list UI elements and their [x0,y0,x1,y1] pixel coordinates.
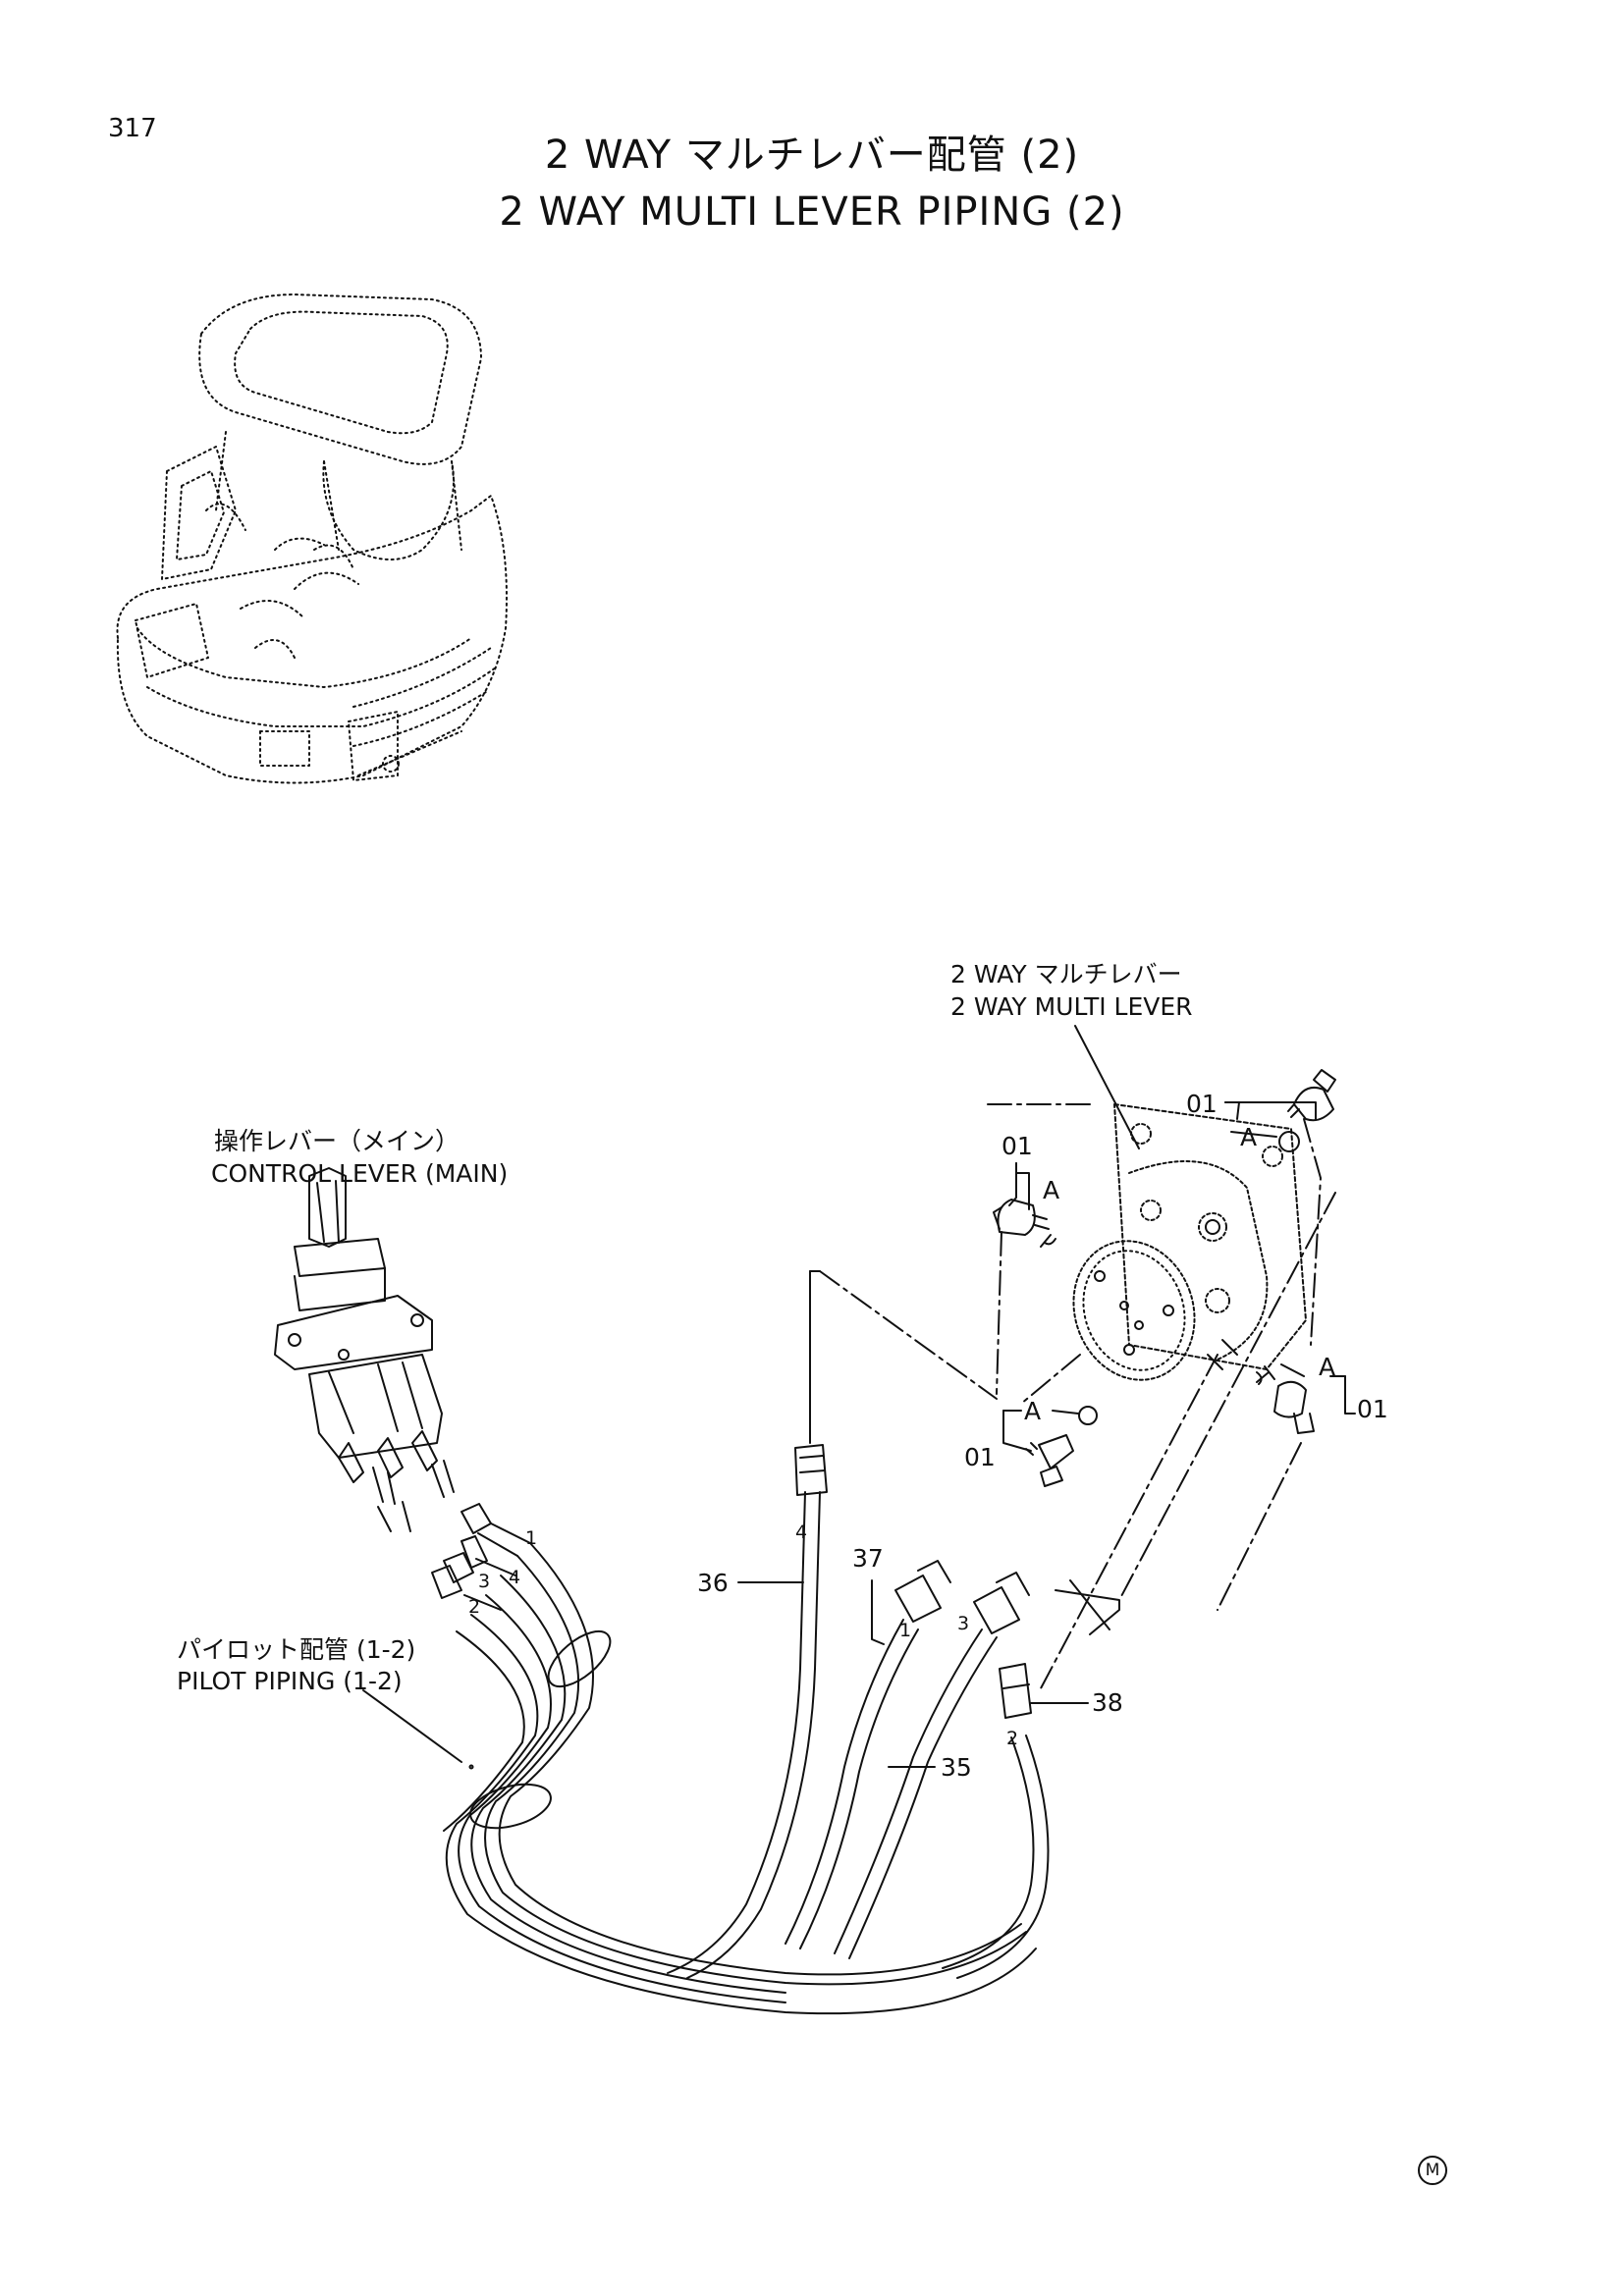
port-number-2-hose: 2 [1006,1728,1019,1749]
callout-a-bottom-left: A [1024,1397,1042,1425]
machine-overview-illustration [116,294,508,784]
hose-38 [942,1663,1050,1979]
port-number-3-lever: 3 [478,1571,491,1592]
hose-36 [667,1444,828,1979]
pilot-piping-label-jp: パイロット配管 (1-2) [177,1635,416,1664]
part-number-36: 36 [697,1569,729,1597]
part-number-leaders [737,1101,1240,1768]
page-number: 317 [108,114,157,143]
port-number-3-hose: 3 [957,1613,970,1634]
title-english: 2 WAY MULTI LEVER PIPING (2) [499,189,1125,235]
port-number-2-lever: 2 [468,1596,481,1618]
port-number-1-lever: 1 [525,1527,538,1549]
port-number-4-hose: 4 [795,1522,808,1543]
callout-01-bottom-left: 01 [964,1443,996,1471]
callout-a-top-right: A [1240,1123,1258,1151]
callout-01-top-right: 01 [1186,1090,1218,1118]
fitting-01-elbows [993,1069,1336,1487]
pilot-hose-bundle [362,1542,1037,2015]
detail-a-brackets [1002,1101,1356,1452]
part-number-37: 37 [852,1544,884,1573]
control-lever-hose-fittings [431,1503,531,1611]
title-japanese: 2 WAY マルチレバー配管 (2) [544,133,1080,178]
port-number-1-hose: 1 [899,1620,912,1641]
part-number-35: 35 [941,1753,972,1782]
callout-01-left: 01 [1001,1132,1033,1160]
callout-01-bottom-right: 01 [1357,1395,1388,1423]
hose-35 [834,1572,1030,1959]
port-number-4-lever: 4 [509,1567,521,1588]
callout-a-left: A [1043,1176,1060,1204]
multi-lever-label-jp: 2 WAY マルチレバー [950,960,1182,988]
connection-lines [819,1103,1336,1689]
part-number-38: 38 [1092,1688,1123,1717]
multi-lever-label-en: 2 WAY MULTI LEVER [950,992,1193,1021]
connection-lines-solid [809,1270,1120,1635]
control-lever-label-en: CONTROL LEVER (MAIN) [211,1159,509,1188]
pilot-piping-label-en: PILOT PIPING (1-2) [177,1667,403,1695]
multi-lever-body [1072,1025,1307,1381]
m-mark: M [1418,2156,1447,2185]
control-lever-label-jp: 操作レバー（メイン） [214,1127,460,1155]
callout-a-bottom-right: A [1319,1353,1336,1381]
control-lever-body [274,1167,455,1532]
hose-37 [785,1560,951,1949]
